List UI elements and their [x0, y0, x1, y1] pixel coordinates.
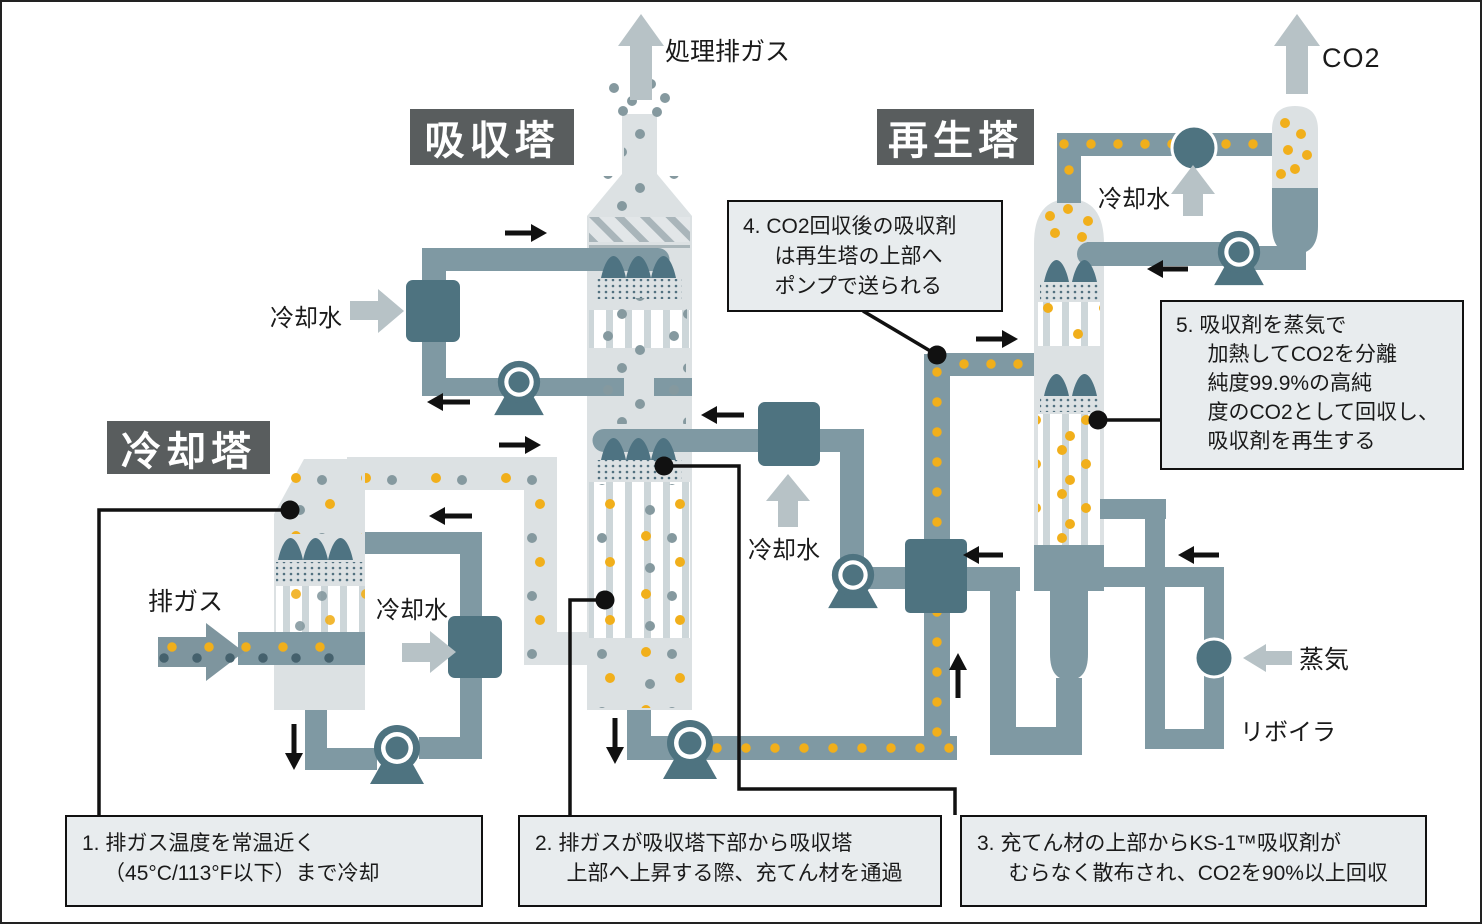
regen-bottom: [1034, 545, 1104, 591]
step-5-callout: 5. 吸収剤を蒸気で 加熱してCO2を分離 純度99.9%の高純 度のCO2とし…: [1160, 300, 1464, 470]
step-5-line: 5. 吸収剤を蒸気で: [1176, 314, 1347, 337]
cooling-tower-heat-exchanger: [448, 616, 502, 678]
callout-anchor-dots: [280, 345, 1108, 610]
step-5-line: 度のCO2として回収し、: [1207, 400, 1440, 424]
absorber-sump-dots: [589, 640, 690, 708]
callout-connectors: [97, 309, 1160, 815]
cooling-water-arrow: [430, 631, 456, 673]
step-5-line: 加熱してCO2を分離: [1207, 342, 1398, 366]
regenerator-title: 再生塔: [877, 109, 1034, 165]
cooling-water-label-mid: 冷却水: [748, 537, 820, 564]
step-3-line: むらなく散布され、CO2を90%以上回収: [1008, 861, 1388, 885]
step-5-line: 純度99.9%の高純: [1207, 371, 1373, 395]
flow-arrows: [285, 224, 1219, 770]
treated-gas-label: 処理排ガス: [665, 38, 791, 66]
co2-overhead-line: [1057, 106, 1318, 286]
lean-solvent-return-line: [758, 402, 1020, 609]
lean-solvent-draw-loop: [990, 569, 1082, 755]
lean-solvent-pump: [828, 553, 878, 609]
absorber-internals: [589, 256, 854, 708]
step-4-line: は再生塔の上部へ: [774, 244, 943, 268]
flue-gas-label: 排ガス: [148, 588, 224, 616]
absorber-wash-pump: [494, 360, 544, 416]
step-3-callout: 3. 充てん材の上部からKS-1™吸収剤が むらなく散布され、CO2を90%以上…: [960, 815, 1427, 907]
cooling-water-label-cooling-tower: 冷却水: [376, 597, 448, 624]
step-2-line: 2. 排ガスが吸収塔下部から吸収塔: [535, 832, 853, 855]
step-2-line: 上部へ上昇する際、充てん材を通過: [566, 861, 903, 885]
separator-dots: [1276, 118, 1312, 179]
reboiler-loop: [1100, 499, 1292, 749]
step-2-callout: 2. 排ガスが吸収塔下部から吸収塔 上部へ上昇する際、充てん材を通過: [518, 815, 942, 907]
cooling-water-loop-cooling-tower: [305, 532, 502, 784]
steam-label: 蒸気: [1299, 646, 1350, 674]
cooling-tower-pump: [370, 725, 424, 784]
cooling-tower-vessel: [274, 457, 589, 710]
flue-gas-inlet: [158, 623, 365, 681]
steam-valve: [1193, 637, 1235, 679]
absorber-wash-cooler: [406, 280, 460, 342]
step-1-line: 1. 排ガス温度を常温近く: [82, 832, 316, 855]
regenerator-internals: [1034, 260, 1104, 680]
step-1-callout: 1. 排ガス温度を常温近く （45°C/113°F以下）まで冷却: [65, 815, 483, 907]
overhead-condenser: [1170, 124, 1218, 172]
co2-label: CO2: [1322, 43, 1381, 73]
lean-solvent-cooler: [758, 402, 820, 466]
step-5-line: 吸収剤を再生する: [1207, 429, 1376, 453]
cross-heat-exchanger: [905, 539, 967, 613]
step-3-line: 3. 充てん材の上部からKS-1™吸収剤が: [977, 832, 1342, 855]
absorber-demister: [589, 217, 690, 242]
cooling-water-arrow: [1171, 165, 1215, 194]
co2-out-arrow: [1274, 14, 1320, 94]
treated-gas-arrow: [618, 14, 664, 100]
cooling-water-arrow: [378, 289, 404, 333]
cooling-water-arrow: [766, 474, 810, 501]
reboiler-label: リボイラ: [1240, 719, 1336, 746]
steam-arrow: [1243, 644, 1266, 672]
cooling-water-label-absorber: 冷却水: [270, 305, 342, 332]
rich-solvent-pump: [663, 720, 717, 779]
cooling-water-label-regen: 冷却水: [1098, 186, 1170, 213]
step-4-line: ポンプで送られる: [774, 274, 942, 298]
step-1-line: （45°C/113°F以下）まで冷却: [104, 861, 380, 885]
step-4-callout: 4. CO2回収後の吸収剤 は再生塔の上部へ ポンプで送られる: [727, 200, 1003, 312]
cooling-tower-title: 冷却塔: [107, 421, 270, 474]
absorber-title: 吸収塔: [410, 109, 574, 165]
step-4-line: 4. CO2回収後の吸収剤: [743, 215, 957, 238]
reflux-pump: [1214, 230, 1264, 286]
